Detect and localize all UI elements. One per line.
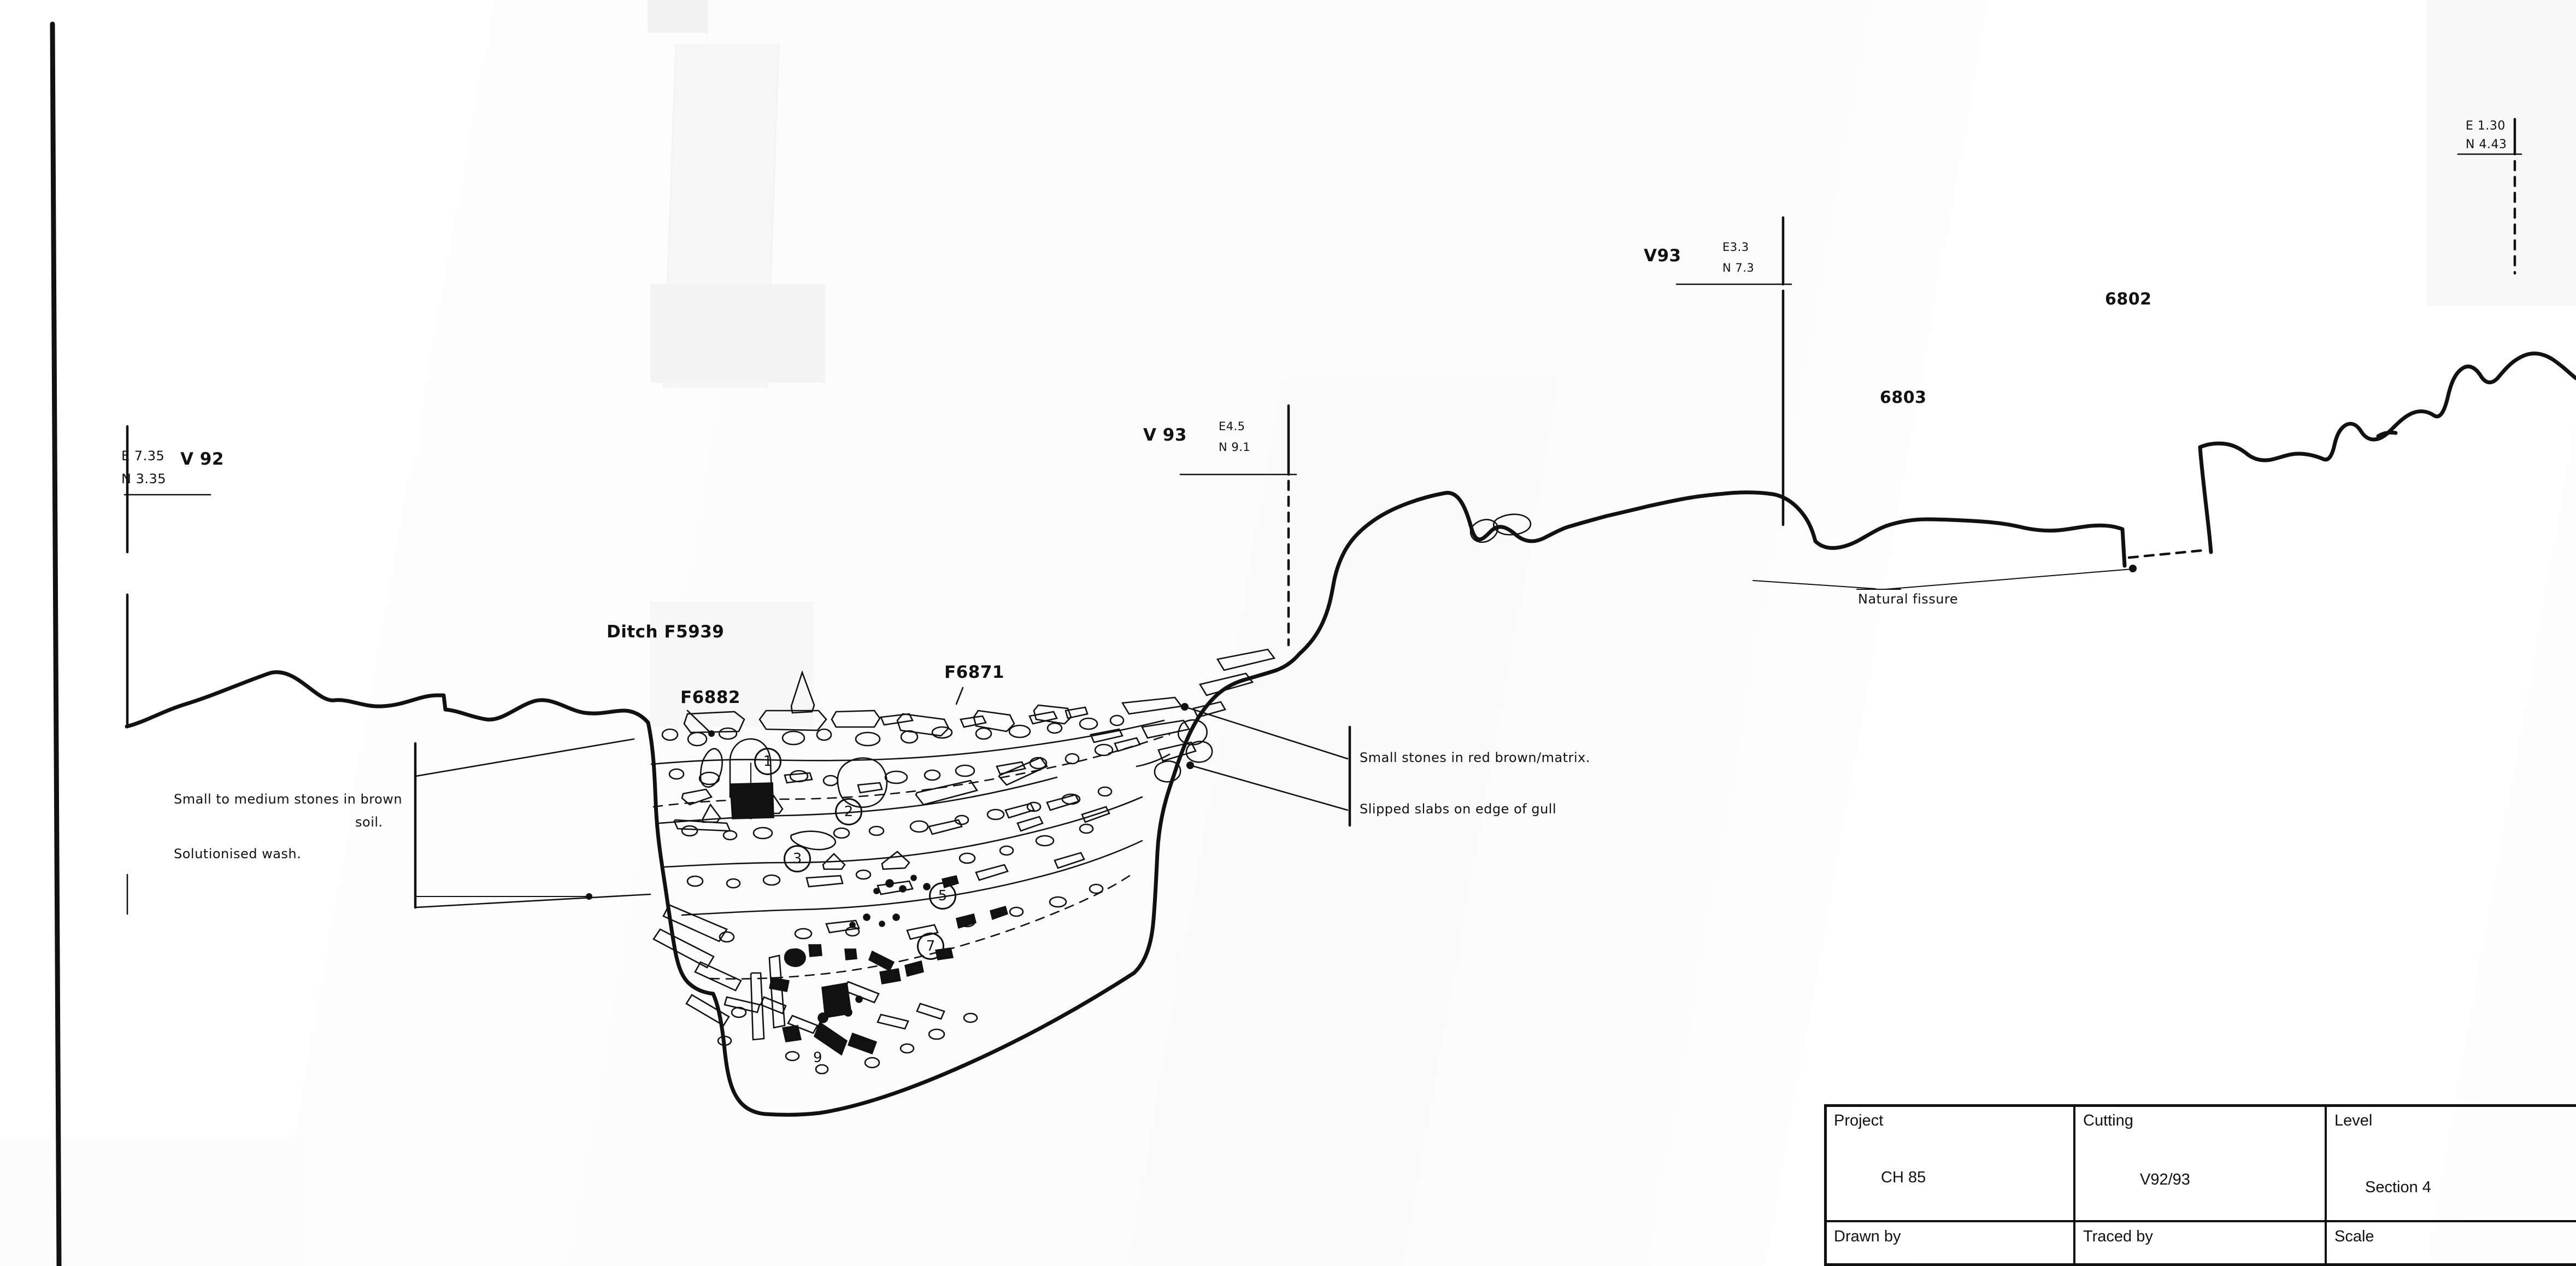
datum-marker-mid [1179, 404, 1297, 647]
title-block-value-project: CH 85 [1881, 1169, 1926, 1186]
title-block-value-cutting: V92/93 [2140, 1171, 2190, 1188]
ditch-cut-outline [646, 652, 1302, 1117]
datum-label-mid-north: N 9.1 [1219, 441, 1251, 454]
layer-number-1: 1 [754, 748, 781, 775]
datum-label-mid-east: E4.5 [1219, 420, 1245, 433]
context-label-6802: 6802 [2105, 290, 2152, 309]
note-red-brown-matrix: Small stones in red brown/matrix. [1360, 750, 1591, 765]
feature-label-ditch: Ditch F5939 [607, 622, 725, 642]
feature-label-f6871: F6871 [944, 663, 1004, 682]
ditch-layer-boundaries [650, 719, 1171, 980]
title-block-header-traced-by: Traced by [2083, 1228, 2153, 1245]
title-block-header-scale: Scale [2334, 1228, 2374, 1245]
note-brown-soil-line1: Small to medium stones in brown [174, 792, 403, 807]
title-block-header-project: Project [1834, 1112, 1884, 1129]
ditch-fill-slabs [652, 648, 1276, 1056]
datum-marker-far-right [2457, 118, 2522, 275]
ground-surface-6803 [1752, 445, 2213, 590]
datum-label-farright-east: E 1.30 [2466, 119, 2506, 133]
datum-marker-right-upper [1675, 216, 1792, 526]
leader-lines-left [414, 738, 651, 909]
layer-number-3: 3 [784, 845, 811, 872]
title-block-header-cutting: Cutting [2083, 1112, 2133, 1129]
layer-number-9: 9 [813, 1050, 823, 1066]
title-block-value-level: Section 4 [2365, 1179, 2431, 1196]
note-brown-soil-line2: soil. [355, 814, 383, 830]
layer-number-7: 7 [917, 933, 944, 960]
title-block-divider [2073, 1104, 2075, 1266]
datum-label-right-north: N 7.3 [1722, 261, 1755, 274]
datum-label-left-east: E 7.35 [121, 448, 165, 464]
title-block-header-level: Level [2334, 1112, 2373, 1129]
context-label-6803: 6803 [1880, 388, 1927, 407]
feature-label-f6882: F6882 [680, 688, 740, 707]
title-block-frame [1824, 1104, 2576, 1266]
note-slipped-slabs: Slipped slabs on edge of gull [1360, 801, 1557, 817]
title-block-header-drawn-by: Drawn by [1834, 1228, 1901, 1245]
datum-label-mid-grid: V 93 [1143, 425, 1187, 445]
datum-label-left-grid: V 92 [180, 449, 224, 469]
ground-surface-left [125, 670, 650, 729]
title-block-divider [1824, 1220, 2576, 1222]
feature-leaders [686, 687, 964, 737]
datum-label-left-north: N 3.35 [121, 471, 167, 487]
datum-marker-left [123, 425, 211, 915]
datum-label-right-east: E3.3 [1722, 241, 1749, 254]
title-block-divider [2325, 1104, 2327, 1266]
ditch-fill-gravel [661, 706, 1141, 1075]
layer-number-2: 2 [835, 798, 862, 825]
title-block: Project Cutting Level CH 85 V92/93 Secti… [1824, 1104, 2576, 1266]
sheet-border [50, 21, 62, 1266]
ground-surface-east [1297, 490, 1818, 656]
ground-surface-6802 [2198, 351, 2576, 462]
datum-label-right-grid: V93 [1644, 246, 1681, 266]
note-solutionised-wash: Solutionised wash. [174, 846, 302, 861]
datum-label-farright-north: N 4.43 [2466, 138, 2507, 151]
leader-lines-right [1181, 703, 1351, 827]
note-natural-fissure: Natural fissure [1858, 591, 1959, 607]
layer-number-5: 5 [929, 882, 956, 910]
